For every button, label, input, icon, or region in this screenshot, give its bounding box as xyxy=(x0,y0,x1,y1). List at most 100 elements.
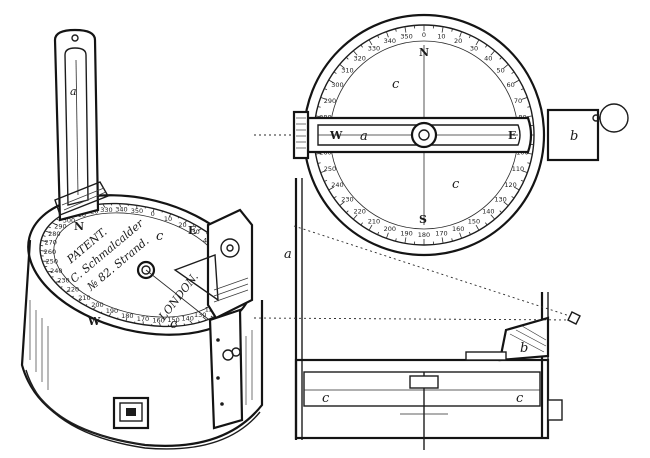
plan-pivot xyxy=(410,121,438,149)
dial-tick xyxy=(468,35,471,39)
dial-tick xyxy=(324,179,328,182)
dial-tick xyxy=(59,286,63,288)
sight-vane-ring xyxy=(71,34,79,42)
dial-tick-label: 290 xyxy=(324,97,336,105)
dial-tick xyxy=(451,28,453,32)
side-box-label: b xyxy=(570,129,578,144)
body-rope-band xyxy=(27,379,151,446)
dial-tick xyxy=(189,320,194,325)
upright-label: a xyxy=(284,247,292,262)
dial-tick xyxy=(210,315,214,318)
dial-tick-label: 50 xyxy=(496,67,504,75)
dial-tick-label: 160 xyxy=(452,225,464,233)
needle-label: a xyxy=(360,129,368,144)
dial-tick xyxy=(92,306,96,310)
plan-card-label-upper: c xyxy=(392,77,400,92)
dial-tick xyxy=(520,88,524,91)
dial-tick-label: 340 xyxy=(115,206,127,214)
sight-vane-slot xyxy=(64,47,89,206)
dial-tick-label: 0 xyxy=(151,210,155,218)
dial-tick-label: 110 xyxy=(512,165,524,173)
side-mount-plate xyxy=(208,308,244,430)
mount-screw-2 xyxy=(231,347,241,357)
dial-tick xyxy=(198,320,201,323)
dial-tick-label: 190 xyxy=(106,307,118,315)
body-base-rim xyxy=(25,369,261,450)
plan-side-box xyxy=(546,108,600,162)
plan-hinge-hatch xyxy=(296,117,306,149)
dial-tick-label: 30 xyxy=(191,228,199,236)
dial-tick xyxy=(352,214,358,220)
dial-tick xyxy=(503,63,509,69)
dial-tick xyxy=(184,220,188,224)
dial-tick xyxy=(475,224,480,231)
dial-tick xyxy=(125,317,128,322)
dial-tick-label: 340 xyxy=(384,37,396,45)
dial-tick-label: 320 xyxy=(353,54,365,62)
dial-tick-label: 40 xyxy=(484,54,492,62)
prism-eyepiece xyxy=(220,238,240,258)
clasp-window xyxy=(119,402,143,422)
dial-tick xyxy=(441,26,444,33)
dial-tick-label: 190 xyxy=(400,230,412,238)
dial-tick xyxy=(65,290,71,293)
dial-tick-label: 330 xyxy=(368,44,380,52)
dial-tick-label: 350 xyxy=(131,207,143,215)
dial-tick xyxy=(527,162,531,164)
dial-tick xyxy=(40,239,47,243)
dial-tick-label: 200 xyxy=(91,301,103,309)
elevation-pivot-cap xyxy=(409,375,439,389)
dial-tick xyxy=(315,115,322,118)
dial-tick xyxy=(152,208,155,213)
dial-tick xyxy=(485,44,488,48)
dial-tick-label: 230 xyxy=(341,195,353,203)
dial-tick xyxy=(202,316,208,321)
base-label-right: c xyxy=(516,391,524,406)
dial-tick-label: 270 xyxy=(44,239,56,247)
dial-tick xyxy=(174,322,178,327)
dial-tick-label: 20 xyxy=(178,221,186,229)
dial-tick-label: 220 xyxy=(353,208,365,216)
dial-tick-label: 300 xyxy=(63,216,75,224)
dial-tick xyxy=(395,238,397,242)
elevation-prism-hatch xyxy=(509,325,547,353)
dial-tick xyxy=(110,203,113,206)
elevation-prism xyxy=(498,316,550,362)
dial-tick-label: 280 xyxy=(48,230,60,238)
prism-box xyxy=(206,208,254,320)
sight-vane-label: a xyxy=(70,85,77,98)
dial-tick xyxy=(320,170,327,173)
dial-tick xyxy=(168,213,172,217)
dial-tick-label: 250 xyxy=(46,258,58,266)
dial-tick-label: 290 xyxy=(54,223,66,231)
dial-tick xyxy=(102,203,106,208)
plan-east-label: E xyxy=(508,129,516,142)
dial-tick-label: 200 xyxy=(384,225,396,233)
prism-eyepiece-center xyxy=(226,244,234,252)
dial-tick-label: 10 xyxy=(437,33,445,41)
dial-tick xyxy=(526,115,533,118)
dial-tick-label: 130 xyxy=(194,311,206,319)
dial-tick xyxy=(386,31,389,38)
elevation-base-inner xyxy=(303,371,541,407)
dial-tick xyxy=(161,210,163,213)
dial-tick xyxy=(360,222,363,226)
dial-tick-label: 210 xyxy=(78,294,90,302)
dial-tick xyxy=(40,250,47,252)
dial-tick xyxy=(499,210,503,214)
dial-tick-label: 180 xyxy=(121,312,133,320)
plan-south-label: S xyxy=(419,213,427,226)
dial-tick-label: 30 xyxy=(470,44,478,52)
dial-tick xyxy=(513,186,520,191)
dial-tick xyxy=(320,97,327,100)
dial-tick xyxy=(317,106,321,108)
dial-tick xyxy=(177,216,180,219)
dial-tick xyxy=(404,26,407,33)
dial-tick xyxy=(511,196,515,199)
dial-tick-label: 140 xyxy=(482,208,494,216)
dial-tick xyxy=(468,231,471,235)
dial-tick-label: 70 xyxy=(514,97,522,105)
dial-tick xyxy=(404,237,407,244)
dial-tick xyxy=(339,201,345,207)
